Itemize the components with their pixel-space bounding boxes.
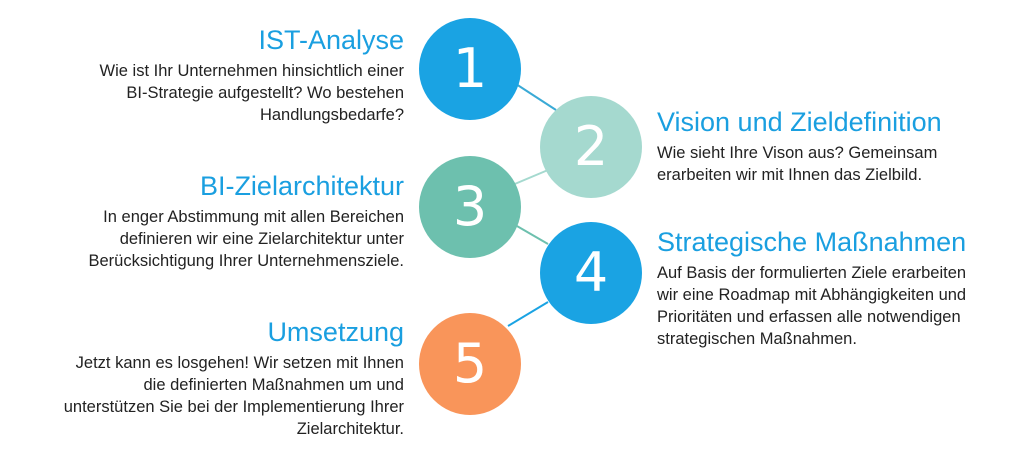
step-1-line: BI-Strategie aufgestellt? Wo bestehen	[126, 84, 404, 102]
step-3-line: definieren wir eine Zielarchitektur unte…	[119, 230, 404, 248]
step-4-title: Strategische Maßnahmen	[657, 227, 967, 257]
step-3-block: BI-Zielarchitektur In enger Abstimmung m…	[89, 170, 405, 272]
step-4-line: wir eine Roadmap mit Abhängigkeiten und	[657, 286, 967, 304]
step-3-circle: 3	[419, 156, 521, 258]
step-5-description: Jetzt kann es losgehen! Wir setzen mit I…	[64, 352, 404, 440]
step-1-block: IST-Analyse Wie ist Ihr Unternehmen hins…	[100, 24, 404, 126]
step-4-description: Auf Basis der formulierten Ziele erarbei…	[657, 262, 966, 350]
step-4-block: Strategische Maßnahmen Auf Basis der for…	[657, 226, 966, 350]
step-2-block: Vision und Zieldefinition Wie sieht Ihre…	[657, 106, 942, 186]
step-4-line: strategischen Maßnahmen.	[657, 330, 857, 348]
step-5-line: die definierten Maßnahmen um und	[143, 376, 405, 394]
step-5-line: Zielarchitektur.	[296, 420, 404, 438]
step-2-line: Wie sieht Ihre Vison aus? Gemeinsam	[657, 144, 938, 162]
step-4-line: Prioritäten und erfassen alle notwendige…	[657, 308, 961, 326]
step-5-block: Umsetzung Jetzt kann es losgehen! Wir se…	[64, 316, 404, 440]
step-4-circle: 4	[540, 222, 642, 324]
step-4-line: Auf Basis der formulierten Ziele erarbei…	[657, 264, 967, 282]
step-1-line: Handlungsbedarfe?	[259, 106, 404, 124]
connector-1-2	[515, 83, 557, 111]
step-3-description: In enger Abstimmung mit allen Bereichen …	[89, 206, 405, 272]
step-5-circle: 5	[419, 313, 521, 415]
connector-2-3	[509, 169, 549, 187]
step-1-line: Wie ist Ihr Unternehmen hinsichtlich ein…	[99, 62, 404, 80]
step-2-description: Wie sieht Ihre Vison aus? Gemeinsam erar…	[657, 142, 942, 186]
step-3-line: In enger Abstimmung mit allen Bereichen	[103, 208, 404, 226]
step-2-line: erarbeiten wir mit Ihnen das Zielbild.	[657, 166, 923, 184]
step-5-title: Umsetzung	[267, 317, 404, 347]
step-5-line: unterstützen Sie bei der Implementierung…	[63, 398, 404, 416]
step-2-circle: 2	[540, 96, 642, 198]
connector-4-5	[507, 301, 549, 327]
step-3-line: Berücksichtigung Ihrer Unternehmensziele…	[88, 252, 405, 270]
step-2-title: Vision und Zieldefinition	[657, 107, 942, 137]
step-1-description: Wie ist Ihr Unternehmen hinsichtlich ein…	[100, 60, 404, 126]
step-5-line: Jetzt kann es losgehen! Wir setzen mit I…	[75, 354, 404, 372]
step-1-circle: 1	[419, 18, 521, 120]
step-1-title: IST-Analyse	[258, 25, 404, 55]
step-3-title: BI-Zielarchitektur	[199, 171, 404, 201]
